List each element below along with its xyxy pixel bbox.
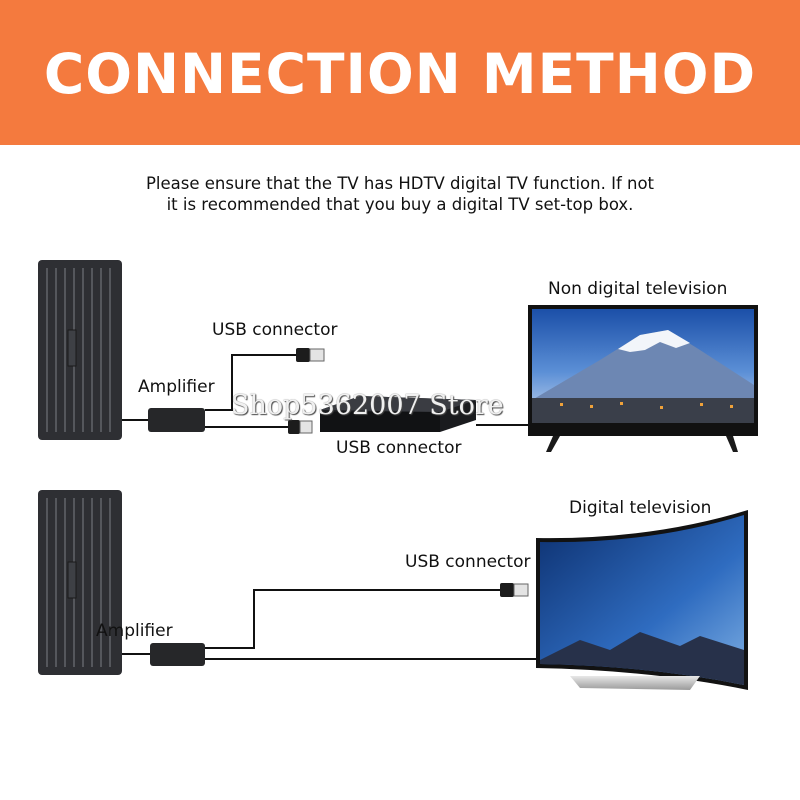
header-banner: CONNECTION METHOD xyxy=(0,0,800,145)
usb-plug-icon xyxy=(500,583,529,597)
antenna-icon xyxy=(38,490,122,675)
curved-tv-icon xyxy=(536,510,748,690)
usb-plug-icon xyxy=(296,348,325,362)
flat-tv-icon xyxy=(528,305,758,452)
store-watermark: Shop5362007 Store xyxy=(231,390,504,421)
amplifier-label-bottom: Amplifier xyxy=(96,621,173,641)
cable-top xyxy=(122,354,530,428)
intro-text: Please ensure that the TV has HDTV digit… xyxy=(100,173,700,215)
usb-plug-icon xyxy=(288,420,313,434)
usb-connector-label-upper: USB connector xyxy=(212,320,338,340)
usb-connector-label-lower: USB connector xyxy=(336,438,462,458)
antenna-icon xyxy=(38,260,122,440)
intro-line-2: it is recommended that you buy a digital… xyxy=(166,195,634,214)
usb-connector-label-bottom: USB connector xyxy=(405,552,531,572)
page-title: CONNECTION METHOD xyxy=(43,42,757,106)
tv-label-non-digital: Non digital television xyxy=(548,279,728,299)
amplifier-icon xyxy=(148,408,205,432)
amplifier-label-top: Amplifier xyxy=(138,377,215,397)
intro-line-1: Please ensure that the TV has HDTV digit… xyxy=(145,174,655,193)
tv-label-digital: Digital television xyxy=(569,498,712,518)
cable-bottom xyxy=(122,589,538,660)
set-top-box-icon xyxy=(320,396,476,432)
amplifier-icon xyxy=(150,643,205,666)
